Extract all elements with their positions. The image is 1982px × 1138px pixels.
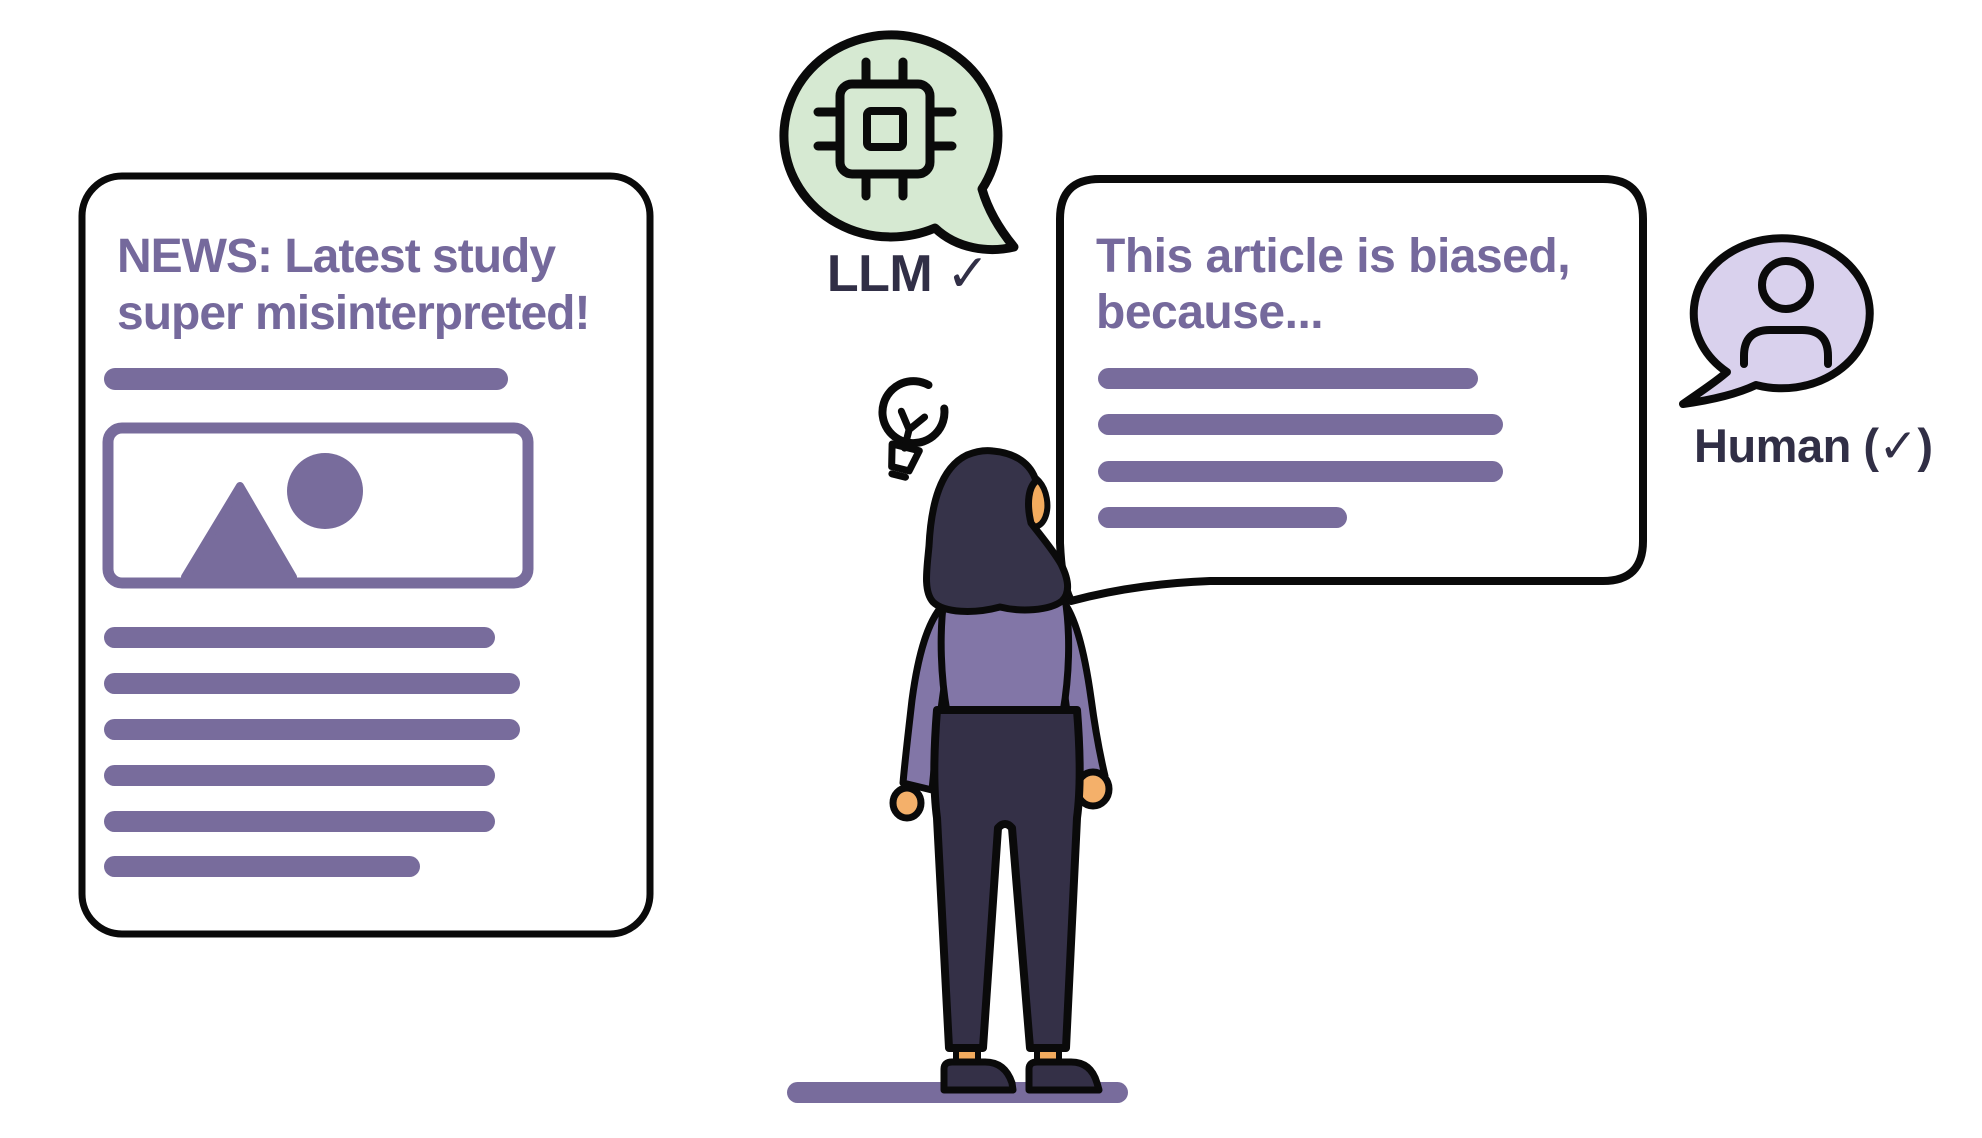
text-line-placeholder (1098, 368, 1478, 389)
news-byline-placeholder-bar (104, 368, 508, 390)
news-body-placeholder-lines (104, 627, 520, 877)
pants (930, 706, 1084, 1052)
analysis-headline-line2: because... (1096, 286, 1323, 339)
news-headline-line1: NEWS: Latest study (117, 230, 556, 283)
human-speech-bubble: Human (✓) (1679, 234, 1933, 472)
left-hand (889, 784, 925, 822)
right-shoe (1025, 1058, 1103, 1094)
hijab (923, 447, 1071, 615)
text-line-placeholder (104, 673, 520, 694)
text-line-placeholder (1098, 461, 1503, 482)
human-bubble-shape (1679, 234, 1874, 408)
mountain-icon (181, 482, 297, 581)
text-line-placeholder (104, 627, 495, 648)
cpu-chip-icon (813, 57, 957, 201)
llm-speech-bubble: LLM ✓ (779, 30, 1019, 303)
analysis-card-frame (1056, 175, 1647, 605)
human-label: Human (✓) (1694, 419, 1933, 472)
news-article-card: NEWS: Latest study super misinterpreted! (78, 172, 654, 938)
lightbulb-icon (878, 377, 949, 481)
analysis-speech-card: This article is biased, because... (1056, 175, 1647, 605)
text-line-placeholder (1098, 507, 1347, 528)
text-line-placeholder (104, 719, 520, 740)
news-image-placeholder (102, 422, 534, 589)
shirt-torso (937, 594, 1073, 716)
news-headline-line2: super misinterpreted! (117, 287, 589, 340)
analysis-placeholder-lines (1098, 368, 1503, 528)
llm-label: LLM ✓ (827, 245, 989, 303)
text-line-placeholder (104, 811, 495, 832)
woman-figure (889, 447, 1113, 1094)
text-line-placeholder (1098, 414, 1503, 435)
text-line-placeholder (104, 856, 420, 877)
person-icon (1740, 257, 1832, 368)
analysis-headline-line1: This article is biased, (1096, 230, 1570, 283)
left-shoe (940, 1058, 1017, 1094)
text-line-placeholder (104, 765, 495, 786)
sun-icon (287, 453, 363, 529)
